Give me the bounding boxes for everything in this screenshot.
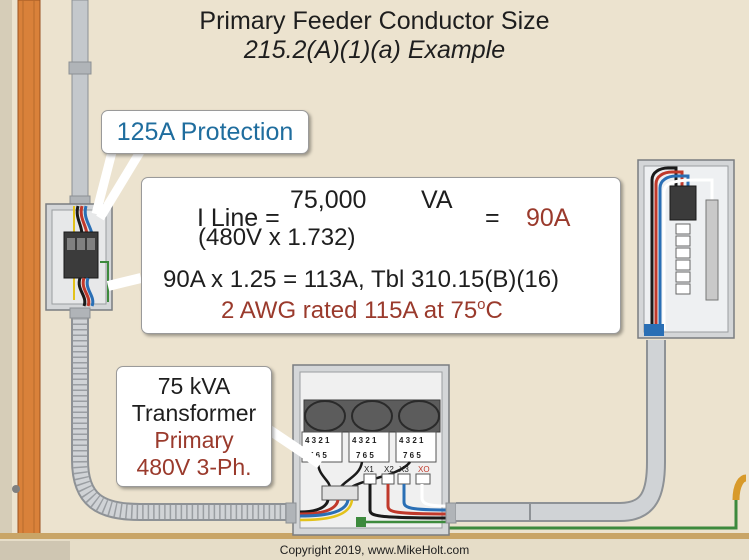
wood-stud xyxy=(17,0,41,560)
diagram-subtitle: 215.2(A)(1)(a) Example xyxy=(243,36,506,64)
formula-lhs: I Line = xyxy=(197,204,280,232)
fuse xyxy=(67,238,75,250)
panel-wire-red xyxy=(654,170,684,330)
terminal-numbers: 4 3 2 1 xyxy=(399,436,424,445)
secondary-wire-blue xyxy=(402,484,450,512)
bonding-lug xyxy=(356,517,366,527)
leader-protection xyxy=(91,150,117,216)
water-pipe xyxy=(732,474,747,501)
secondary-lug xyxy=(363,473,377,485)
conductor-rating-line: 2 AWG rated 115A at 75oC xyxy=(221,296,503,324)
terminal-numbers: 4 3 2 1 xyxy=(305,436,330,445)
transformer-side: Primary xyxy=(154,427,234,453)
terminal-board-2 xyxy=(348,431,390,463)
feeder-wire-yellow xyxy=(299,499,354,522)
load-wire-red xyxy=(81,277,91,307)
secondary-label-x2: X2 xyxy=(384,465,394,474)
formula-numerator-value: 75,000 xyxy=(290,186,367,214)
formula-numerator-unit: VA xyxy=(421,186,453,214)
secondary-wire-red xyxy=(386,484,450,516)
calculation-callout: I Line = 75,000 VA (480V x 1.732) = 90A … xyxy=(141,177,621,334)
conduit-coupling xyxy=(68,61,92,75)
panel-wire-black xyxy=(650,166,678,330)
transformer-connector-right xyxy=(445,502,457,524)
main-breaker xyxy=(669,185,697,221)
branch-circuit-breakers xyxy=(675,223,691,295)
transformer-callout: 75 kVA Transformer Primary 480V 3-Ph. xyxy=(116,366,272,487)
transformer-voltage: 480V 3-Ph. xyxy=(136,454,252,480)
ground-wire xyxy=(100,261,109,302)
protection-callout: 125A Protection xyxy=(101,110,309,154)
terminal-numbers: 4 3 2 1 xyxy=(352,436,377,445)
terminal-numbers: 7 6 5 xyxy=(403,451,421,460)
neutral-lug xyxy=(415,473,431,485)
secondary-wire-white xyxy=(420,484,450,508)
transformer-label: Transformer xyxy=(131,400,257,426)
leader-protection xyxy=(96,149,144,221)
feeder-wire-black xyxy=(299,499,330,514)
secondary-label-x3: X3 xyxy=(399,465,409,474)
floor-plate xyxy=(0,541,70,560)
secondary-wire-black xyxy=(368,484,450,520)
secondary-label-xo: XO xyxy=(418,465,430,474)
wall-edge xyxy=(0,0,12,560)
panel-wire-white xyxy=(662,178,714,330)
secondary-label-x1: X1 xyxy=(364,465,374,474)
floor-baseboard xyxy=(0,533,749,539)
primary-terminal-block xyxy=(321,485,359,501)
formula-denominator: (480V x 1.732) xyxy=(198,224,356,251)
transformer-coils xyxy=(304,400,440,432)
panel-wire-blue xyxy=(658,174,690,330)
transformer-rating: 75 kVA xyxy=(157,373,231,399)
adjustment-line: 90A x 1.25 = 113A, Tbl 310.15(B)(16) xyxy=(163,266,560,293)
feeder-wire-blue xyxy=(299,499,350,518)
fuse xyxy=(77,238,85,250)
formula-equals: = xyxy=(485,204,500,232)
terminal-numbers: 7 6 5 xyxy=(356,451,374,460)
flex-connector xyxy=(69,307,91,319)
copyright-notice: Copyright 2019, www.MikeHolt.com xyxy=(279,543,470,557)
fuse xyxy=(87,238,95,250)
load-wire-black xyxy=(77,277,87,307)
terminal-numbers: 7 6 5 xyxy=(309,451,327,460)
formula-result: 90A xyxy=(526,204,571,232)
floor xyxy=(0,539,749,560)
transformer-core xyxy=(303,399,441,433)
feeder-wire-red xyxy=(299,499,340,516)
anchor-bolt xyxy=(12,485,20,493)
panel-connector xyxy=(644,324,664,336)
terminal-board-3 xyxy=(395,431,437,463)
diagram-title: Primary Feeder Conductor Size xyxy=(199,7,550,35)
flexible-conduit-ribs xyxy=(73,318,296,519)
load-wire-blue xyxy=(85,277,95,307)
terminal-board-1 xyxy=(301,431,343,463)
leader-calc xyxy=(106,273,143,291)
secondary-lug xyxy=(381,473,395,485)
neutral-bar xyxy=(705,199,719,301)
secondary-conduit xyxy=(456,340,664,520)
transformer-connector-left xyxy=(285,502,297,524)
secondary-lug xyxy=(397,473,411,485)
